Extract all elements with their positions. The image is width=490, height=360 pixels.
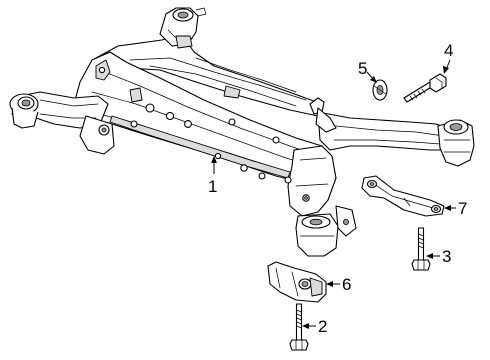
bolt-vertical-center bbox=[289, 303, 309, 351]
callout-4: 4 bbox=[443, 41, 453, 74]
callout-2-label: 2 bbox=[318, 317, 327, 336]
callout-3-label: 3 bbox=[442, 247, 451, 266]
subframe-crossmember bbox=[9, 7, 475, 257]
callout-2: 2 bbox=[302, 317, 327, 336]
callout-1: 1 bbox=[208, 156, 217, 196]
callout-6: 6 bbox=[326, 275, 351, 294]
callout-1-label: 1 bbox=[208, 177, 217, 196]
callout-6-label: 6 bbox=[342, 275, 351, 294]
callout-7-label: 7 bbox=[458, 199, 467, 218]
bolt-vertical-right bbox=[411, 227, 431, 271]
callout-5: 5 bbox=[358, 59, 377, 83]
callout-5-label: 5 bbox=[358, 59, 367, 78]
mount-bracket bbox=[267, 261, 327, 303]
callout-4-label: 4 bbox=[444, 41, 453, 60]
bracket-plate bbox=[361, 175, 445, 217]
callout-3: 3 bbox=[426, 247, 451, 266]
bolt-angled bbox=[403, 73, 447, 103]
washer bbox=[372, 79, 388, 101]
callout-7: 7 bbox=[444, 199, 467, 218]
